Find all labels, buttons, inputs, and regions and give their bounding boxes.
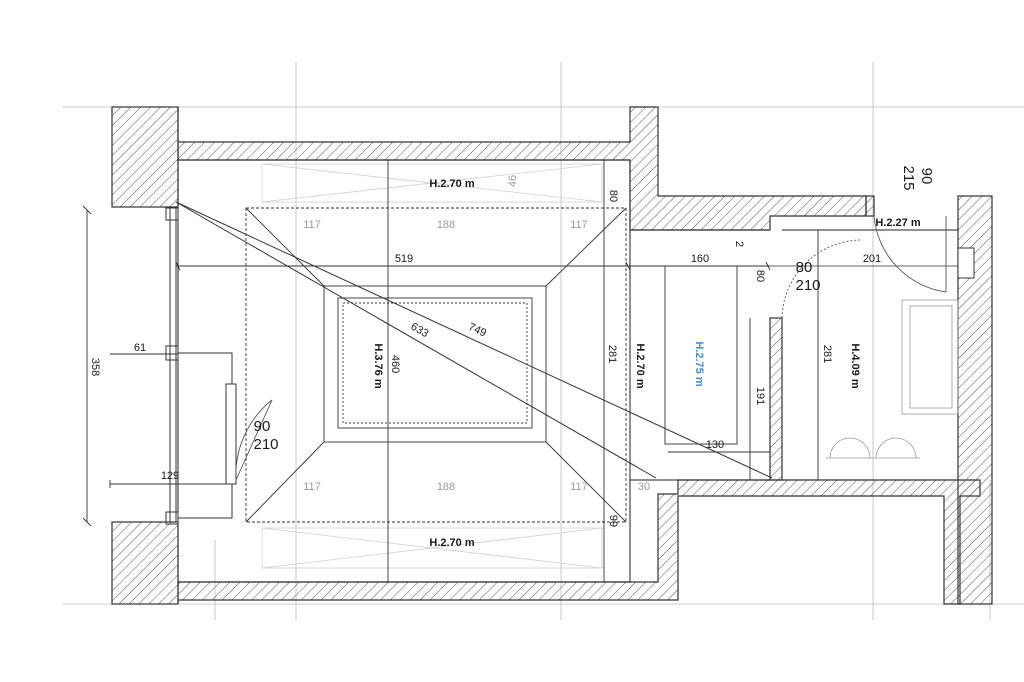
dim-height-281: 281 xyxy=(606,345,618,363)
dim-corr-80: 80 xyxy=(754,270,766,282)
dim-width-total: 519 xyxy=(395,253,413,265)
dim-grey-188-b: 188 xyxy=(437,481,455,493)
level-inner: H.2.75 m xyxy=(693,341,705,386)
dim-height-281-b: 281 xyxy=(821,345,833,363)
dim-grey-117-tl: 117 xyxy=(303,219,321,231)
dim-grey-188-t: 188 xyxy=(437,219,455,231)
level-corridor: H.2.27 m xyxy=(875,217,920,229)
level-center: H.3.76 m xyxy=(372,343,384,388)
level-bottom: H.2.70 m xyxy=(429,537,474,549)
level-top: H.2.70 m xyxy=(429,178,474,190)
dim-grey-117-tr: 117 xyxy=(570,219,588,231)
door-top-height: 215 xyxy=(900,165,917,190)
light-fixtures xyxy=(261,163,603,569)
door-top-width: 90 xyxy=(918,168,935,185)
dim-grey-117-br: 117 xyxy=(570,481,588,493)
dim-grey-46: 46 xyxy=(507,175,519,187)
wall-marker xyxy=(957,247,975,279)
dim-height-358: 358 xyxy=(89,358,101,376)
door-mid-height: 210 xyxy=(795,277,820,294)
ceiling-coffers xyxy=(245,207,738,523)
door-left-width: 90 xyxy=(254,418,271,435)
dim-left-61: 61 xyxy=(134,342,146,354)
diagonals xyxy=(175,201,773,479)
level-right-strip: H.2.70 m xyxy=(634,343,646,388)
dim-grey-30: 30 xyxy=(638,481,650,493)
walls xyxy=(111,106,993,605)
door-left-height: 210 xyxy=(253,436,278,453)
dim-height-460: 460 xyxy=(389,355,401,373)
dim-left-129: 129 xyxy=(161,470,179,482)
dim-corr-160: 160 xyxy=(691,253,709,265)
dim-diag-b: 749 xyxy=(466,321,488,340)
dim-corr-201: 201 xyxy=(863,253,881,265)
dim-top-80: 80 xyxy=(607,190,619,202)
level-bath: H.4.09 m xyxy=(849,343,861,388)
dim-h-191: 191 xyxy=(754,387,766,405)
dimension-lines xyxy=(82,160,960,582)
window-frames xyxy=(165,207,237,525)
room-outlines xyxy=(177,159,958,583)
door-mid-width: 80 xyxy=(796,259,813,276)
sanitary-fixtures xyxy=(826,299,959,459)
dim-small-2: 2 xyxy=(733,241,745,247)
door-swings xyxy=(235,215,947,481)
dim-bottom-99: 99 xyxy=(607,515,619,527)
dim-w-130: 130 xyxy=(706,439,724,451)
dim-grey-117-bl: 117 xyxy=(303,481,321,493)
